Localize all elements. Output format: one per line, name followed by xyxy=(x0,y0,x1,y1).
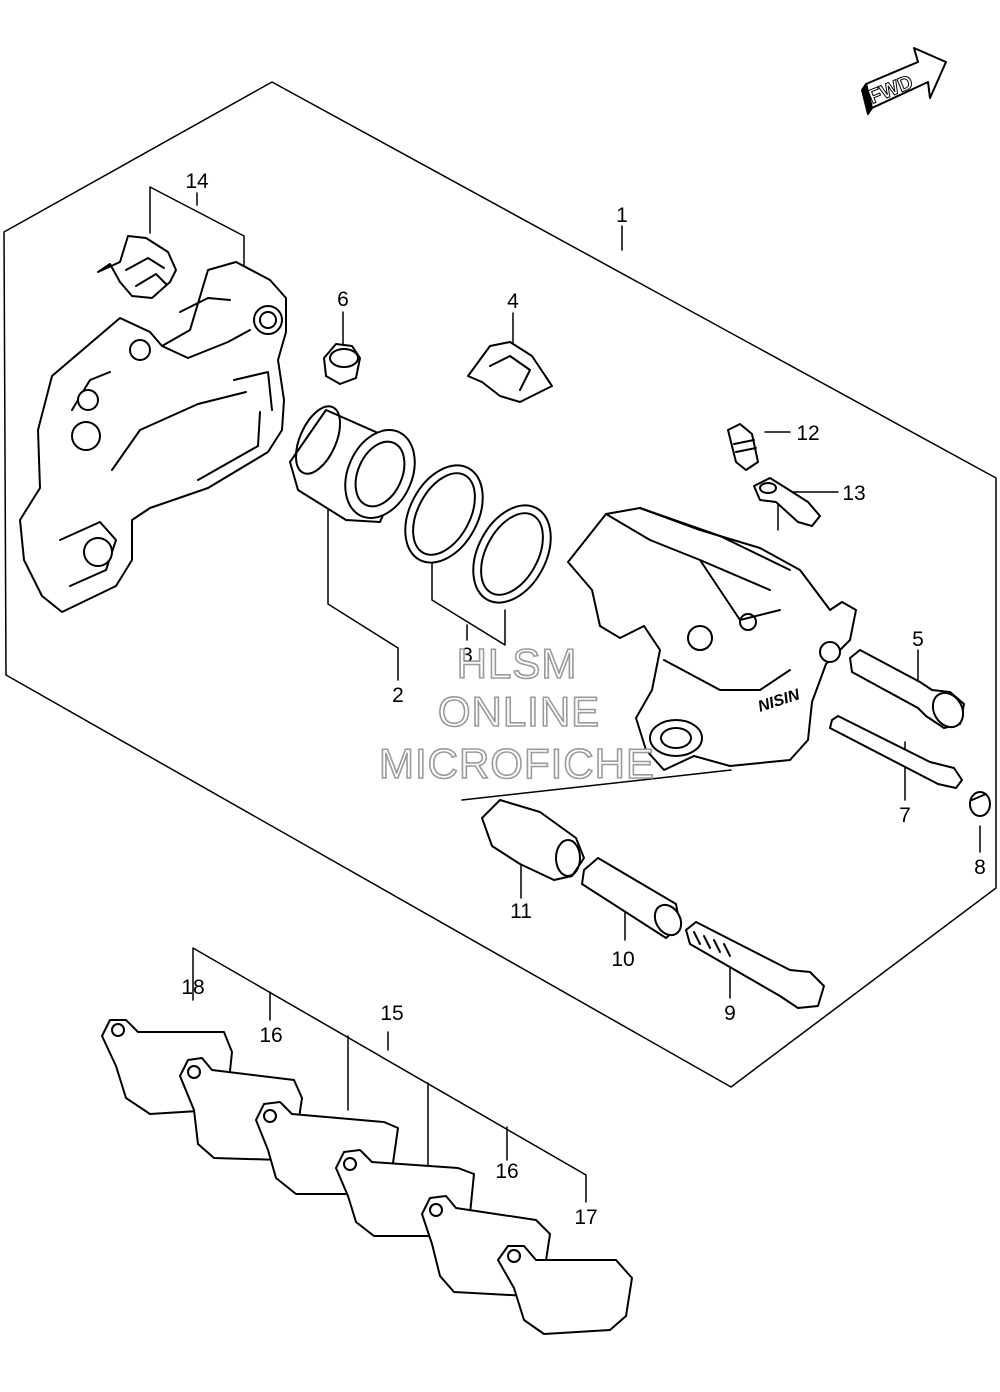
pad-retainer-4 xyxy=(467,341,553,403)
callout-4: 4 xyxy=(507,290,519,313)
piston-2 xyxy=(289,405,416,523)
callout-12: 12 xyxy=(796,422,819,445)
callout-16a: 16 xyxy=(259,1024,282,1047)
callout-14: 14 xyxy=(185,170,209,193)
caliper-bracket xyxy=(19,261,287,613)
pad-spring-clip-14 xyxy=(97,235,177,299)
fwd-arrow-badge: FWD xyxy=(861,47,947,115)
callout-17: 17 xyxy=(574,1206,597,1229)
dust-cap-6 xyxy=(323,343,361,385)
brake-pads-set xyxy=(101,1019,633,1335)
callout-7: 7 xyxy=(899,804,911,827)
callout-15: 15 xyxy=(380,1002,403,1025)
caliper-assembly-boundary xyxy=(3,81,997,1088)
watermark: HLSM ONLINE MICROFICHE xyxy=(378,639,655,788)
sleeve-10 xyxy=(581,857,683,939)
callout-labels: 1 2 3 4 5 6 7 8 9 10 11 12 13 14 15 16 1… xyxy=(181,170,986,1229)
callout-6: 6 xyxy=(337,288,349,311)
callout-10: 10 xyxy=(611,948,634,971)
callout-5: 5 xyxy=(912,628,924,651)
pad-pin-7 xyxy=(829,715,963,789)
callout-1: 1 xyxy=(616,204,628,227)
piston-seals-3 xyxy=(404,464,552,604)
mounting-bolt-9 xyxy=(685,921,825,1009)
leader-lines xyxy=(149,186,981,1203)
bleeder-cap-13 xyxy=(753,477,821,527)
callout-13: 13 xyxy=(842,482,865,505)
watermark-line2: ONLINE xyxy=(438,688,600,735)
callout-11: 11 xyxy=(510,900,532,923)
callout-18: 18 xyxy=(181,976,204,999)
bleeder-screw-12 xyxy=(727,423,759,471)
callout-8: 8 xyxy=(974,856,986,879)
callout-16b: 16 xyxy=(495,1160,518,1183)
boot-11 xyxy=(481,799,585,881)
pin-clip-8 xyxy=(969,791,991,817)
watermark-line3: MICROFICHE xyxy=(379,740,655,787)
callout-2: 2 xyxy=(392,684,404,707)
callout-3: 3 xyxy=(461,644,473,667)
slide-pin-5 xyxy=(849,649,965,729)
caliper-body: NISIN xyxy=(567,507,857,771)
callout-9: 9 xyxy=(724,1002,736,1025)
watermark-line1: HLSM xyxy=(457,640,578,687)
